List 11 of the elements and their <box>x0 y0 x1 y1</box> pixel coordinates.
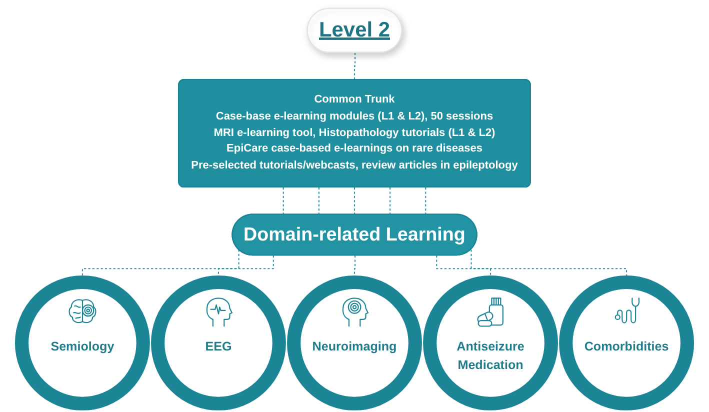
connector <box>282 188 284 215</box>
connector <box>425 188 426 215</box>
connector <box>354 52 356 81</box>
connector <box>318 188 320 215</box>
connector <box>390 188 391 215</box>
connector <box>354 188 356 215</box>
node-circle: Antiseizure Medication <box>423 275 558 410</box>
node-circle: Comorbidities <box>559 275 694 410</box>
node-circle: Neuroimaging <box>287 275 422 410</box>
node-circle: EEG <box>150 275 286 410</box>
node-circle: Semiology <box>14 275 150 410</box>
